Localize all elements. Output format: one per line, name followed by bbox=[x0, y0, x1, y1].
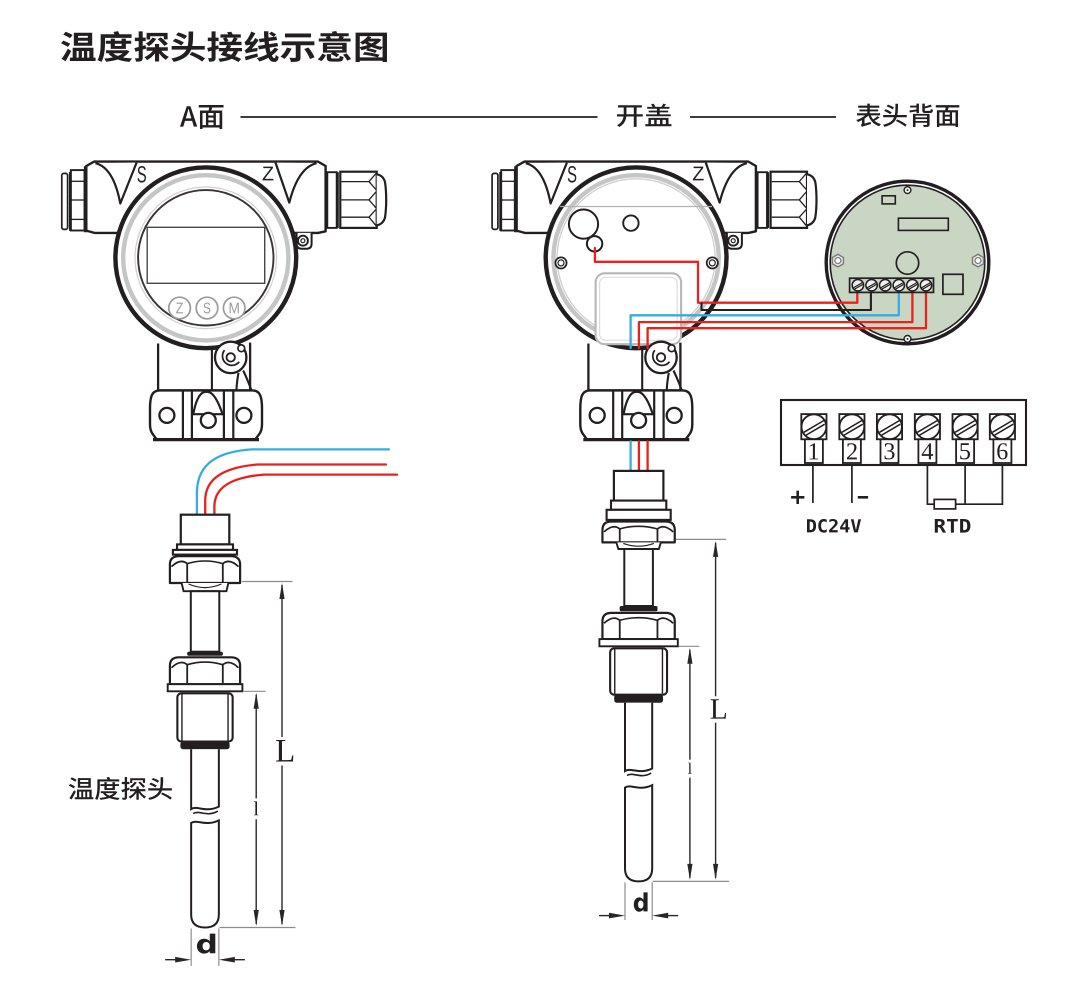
polarity-plus bbox=[791, 490, 805, 504]
wire-blue-rtd bbox=[629, 291, 900, 350]
probe-open-assembly bbox=[598, 469, 730, 920]
wire-red-front-2 bbox=[213, 473, 399, 516]
open-left-gland bbox=[491, 166, 518, 233]
terminal-3 bbox=[876, 413, 904, 464]
button-m-label bbox=[229, 302, 239, 314]
button-s-label bbox=[203, 302, 211, 314]
wire-red-front-1 bbox=[204, 463, 388, 516]
front-mark-z bbox=[262, 166, 274, 181]
probe-front-dim-L bbox=[276, 739, 294, 762]
front-wing-left bbox=[95, 162, 138, 205]
terminal-block bbox=[779, 398, 1028, 533]
open-mark-z bbox=[692, 166, 704, 181]
open-mark-s bbox=[567, 165, 577, 183]
header bbox=[60, 31, 960, 129]
rtd-resistor bbox=[933, 498, 957, 510]
button-z-label bbox=[176, 302, 184, 314]
button-m bbox=[222, 296, 246, 320]
open-mounting-bracket bbox=[579, 389, 694, 442]
probe-open-dim-L bbox=[710, 699, 726, 719]
terminal-4-number bbox=[921, 443, 934, 460]
label-a-side bbox=[180, 104, 224, 129]
probe-label bbox=[68, 776, 172, 800]
terminal-1 bbox=[800, 413, 828, 464]
wire-black-power bbox=[700, 291, 872, 312]
terminal-2 bbox=[838, 413, 866, 464]
pcb-disc bbox=[829, 184, 986, 341]
wire-red-power bbox=[593, 246, 859, 304]
terminal-4 bbox=[913, 413, 941, 464]
probe-wires-open bbox=[629, 440, 649, 472]
open-right-gland bbox=[756, 170, 818, 229]
terminal-1-number bbox=[809, 443, 819, 460]
open-wing-left bbox=[525, 162, 568, 205]
wire-red-rtd-2 bbox=[646, 291, 928, 350]
probe-front-dim-l bbox=[253, 801, 259, 816]
terminal-6-number bbox=[997, 443, 1008, 460]
front-mounting-bracket bbox=[148, 389, 264, 442]
front-mark-s bbox=[137, 165, 146, 183]
label-open-cover bbox=[616, 103, 672, 128]
transmitter-front-view bbox=[60, 160, 388, 442]
wire-red-rtd-1 bbox=[637, 291, 914, 350]
open-face bbox=[543, 165, 729, 351]
open-wing-right bbox=[704, 162, 748, 204]
wire-blue-front bbox=[195, 448, 391, 516]
label-rtd bbox=[934, 519, 971, 533]
probe-open bbox=[598, 469, 730, 920]
label-dc24v bbox=[806, 519, 862, 533]
open-face-hole bbox=[622, 214, 640, 232]
terminal-5 bbox=[951, 413, 979, 464]
pcb-terminal-strip bbox=[848, 277, 935, 294]
probe-open-dim-d bbox=[633, 892, 648, 912]
terminal-5-number bbox=[960, 443, 971, 460]
transmitter-open-view bbox=[491, 160, 928, 442]
lcd-display bbox=[146, 226, 266, 285]
terminal-3-number bbox=[884, 443, 895, 460]
front-bezel-ring bbox=[121, 172, 291, 343]
page-title bbox=[60, 31, 387, 63]
probe-open-dim-l bbox=[688, 762, 692, 774]
probe-front bbox=[165, 513, 296, 966]
front-left-gland bbox=[60, 166, 88, 233]
probe-front-assembly bbox=[165, 513, 296, 966]
pcb-board bbox=[824, 179, 991, 346]
probe-wires-front bbox=[195, 448, 399, 516]
probe-front-dim-d bbox=[196, 933, 216, 954]
probe-open-dimensions bbox=[599, 538, 730, 920]
open-face-keyhole-large bbox=[567, 208, 600, 240]
open-gland-dome bbox=[806, 173, 818, 227]
front-pivot-knuckle bbox=[213, 340, 253, 391]
terminal-6 bbox=[988, 413, 1016, 464]
wiring-runs bbox=[593, 246, 928, 350]
open-ear bbox=[725, 232, 743, 250]
front-gland-dome bbox=[376, 173, 388, 227]
label-meter-back bbox=[856, 103, 960, 127]
front-face bbox=[113, 165, 299, 351]
front-right-gland bbox=[326, 170, 388, 229]
probe-front-dimensions bbox=[165, 580, 296, 966]
front-wing-right bbox=[274, 162, 317, 204]
front-ear bbox=[295, 232, 313, 250]
open-pivot-knuckle bbox=[644, 340, 683, 391]
terminal-2-number bbox=[846, 443, 857, 460]
